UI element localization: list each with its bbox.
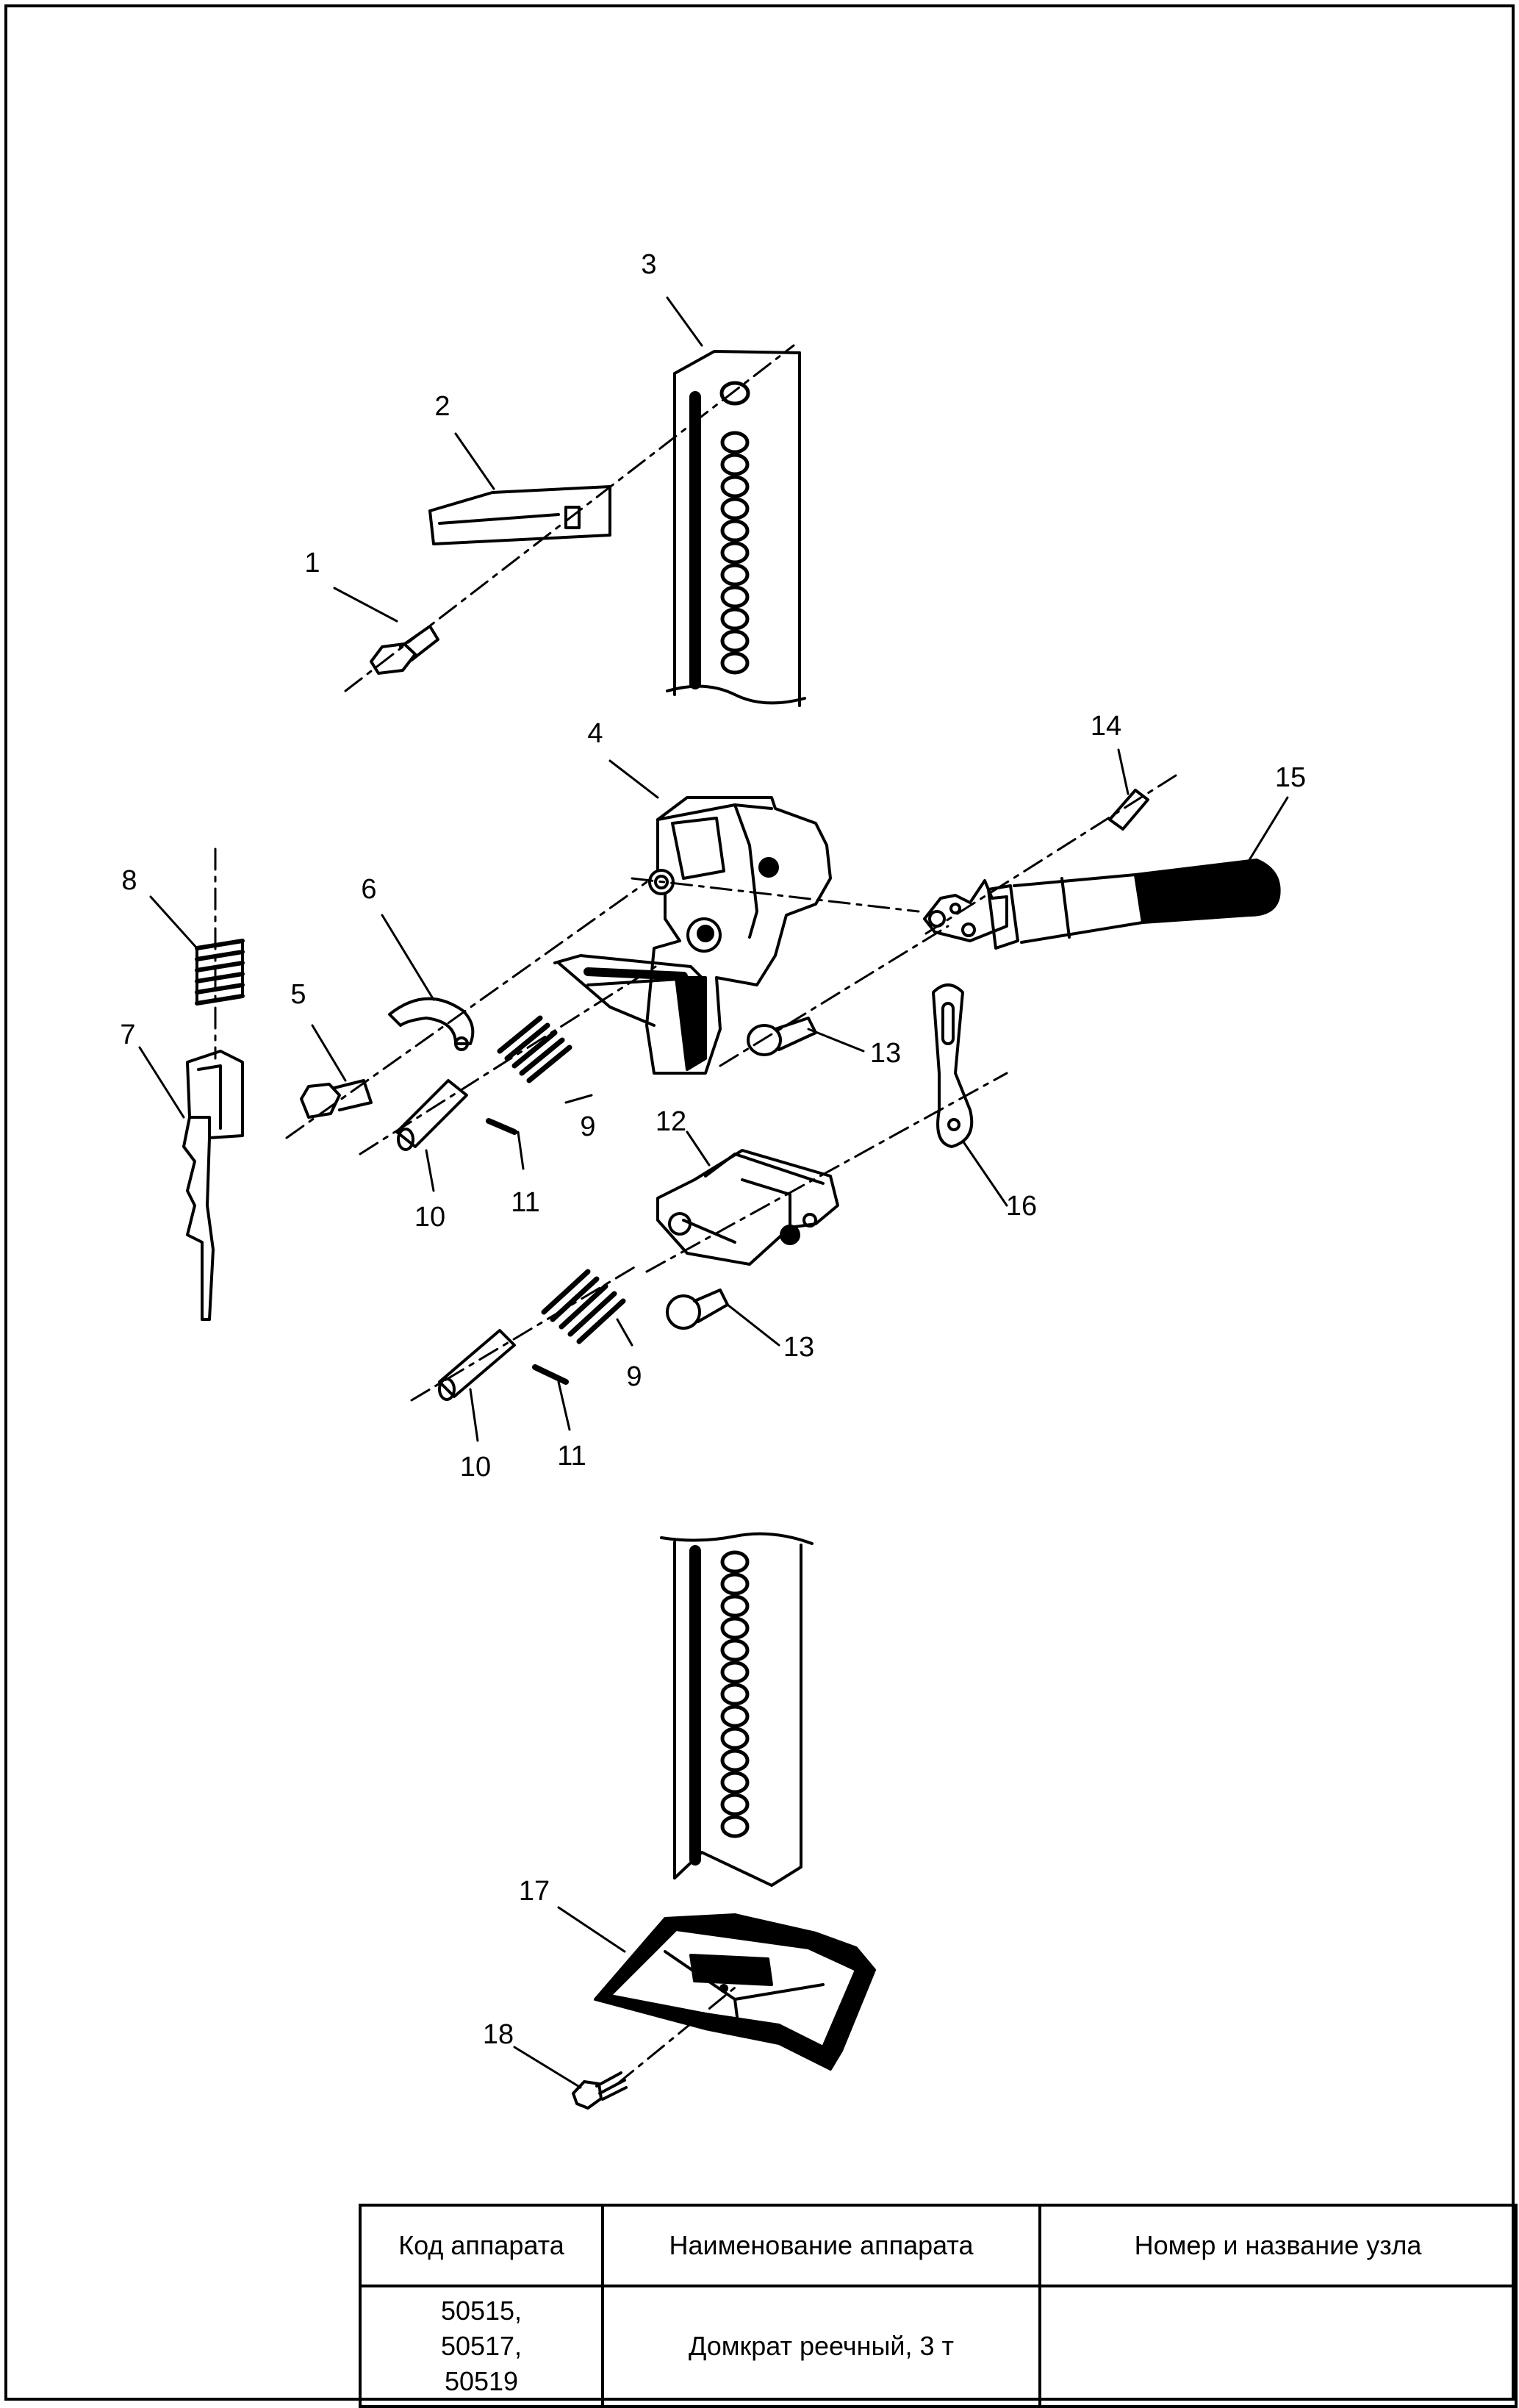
bolt-part-1 [370, 625, 439, 675]
axis-line-4 [631, 877, 920, 913]
axis-line-13 [719, 925, 949, 1067]
callout-11-upper: 11 [511, 1187, 539, 1218]
callout-11-lower: 11 [557, 1441, 586, 1472]
callout-numbers: 1 2 3 4 5 6 7 8 9 9 10 10 11 11 12 13 13… [120, 249, 1306, 2050]
callout-10-upper: 10 [414, 1202, 445, 1233]
handle [923, 859, 1281, 950]
latch-part-7 [182, 1050, 244, 1321]
callout-7: 7 [120, 1020, 135, 1050]
callout-16: 16 [1006, 1191, 1037, 1222]
leader-lines [138, 296, 1289, 2089]
callout-5: 5 [290, 979, 306, 1010]
sleeve-part-10-upper [395, 1079, 468, 1151]
clip-part-6 [388, 997, 475, 1051]
rack-bar-top [666, 350, 806, 707]
rivet-part-13-upper [747, 1017, 817, 1056]
callout-6: 6 [361, 874, 376, 905]
callout-10-lower: 10 [460, 1452, 491, 1483]
callout-3: 3 [641, 249, 656, 280]
axis-line-10 [410, 1263, 641, 1402]
screw-part-18 [572, 2071, 628, 2110]
axis-line-12 [645, 1072, 1008, 1273]
callout-1: 1 [304, 548, 320, 578]
axis-line-18 [616, 1983, 740, 2085]
callout-18: 18 [483, 2019, 514, 2050]
callout-9-upper: 9 [580, 1111, 595, 1142]
spring-part-8 [195, 939, 245, 1006]
jack-housing [553, 796, 832, 1075]
device-code: 50515, [440, 2296, 523, 2326]
callout-13-upper: 13 [870, 1038, 901, 1069]
sleeve-part-10-lower [438, 1329, 516, 1401]
axis-line-1 [344, 344, 795, 692]
axis-line-9 [359, 961, 663, 1155]
callout-8: 8 [121, 865, 137, 896]
device-codes-cell: 50515, 50517, 50519 [359, 2285, 604, 2408]
axis-line-14 [924, 774, 1177, 935]
lift-block-part-12 [656, 1149, 839, 1266]
rivet-part-13-lower [666, 1289, 729, 1330]
header-device-name: Наименование аппарата [601, 2204, 1041, 2287]
title-header-row: Код аппарата Наименование аппарата Номер… [359, 2204, 1518, 2287]
device-name-cell: Домкрат реечный, 3 т [601, 2285, 1041, 2408]
device-code: 50519 [444, 2366, 519, 2396]
callout-12: 12 [656, 1106, 686, 1137]
spring-part-9-lower [541, 1269, 626, 1344]
spring-part-9-upper [497, 1015, 572, 1083]
plate-part-16 [932, 983, 974, 1148]
top-clip [428, 485, 611, 545]
assembly-cell [1038, 2285, 1518, 2408]
callout-13-lower: 13 [783, 1332, 814, 1363]
callout-2: 2 [434, 391, 450, 422]
callout-15: 15 [1275, 762, 1306, 793]
pin-part-11-lower [532, 1364, 569, 1385]
rack-holes-top [719, 381, 750, 675]
header-device-code: Код аппарата [359, 2204, 604, 2287]
bolt-part-5 [300, 1079, 373, 1119]
base-plate-part-17 [594, 1913, 876, 2071]
rack-holes-bottom [720, 1550, 750, 1838]
callout-4: 4 [587, 718, 603, 749]
header-assembly: Номер и название узла [1038, 2204, 1518, 2287]
pin-part-11-upper [486, 1118, 517, 1135]
callout-14: 14 [1091, 711, 1121, 742]
callout-9-lower: 9 [626, 1361, 642, 1392]
title-block: Код аппарата Наименование аппарата Номер… [359, 2204, 1518, 2408]
device-code: 50517, [440, 2331, 523, 2361]
rack-bar-bottom [660, 1532, 814, 1887]
title-data-row: 50515, 50517, 50519 Домкрат реечный, 3 т [359, 2285, 1518, 2408]
callout-17: 17 [519, 1876, 550, 1907]
axis-line-5 [285, 881, 648, 1139]
